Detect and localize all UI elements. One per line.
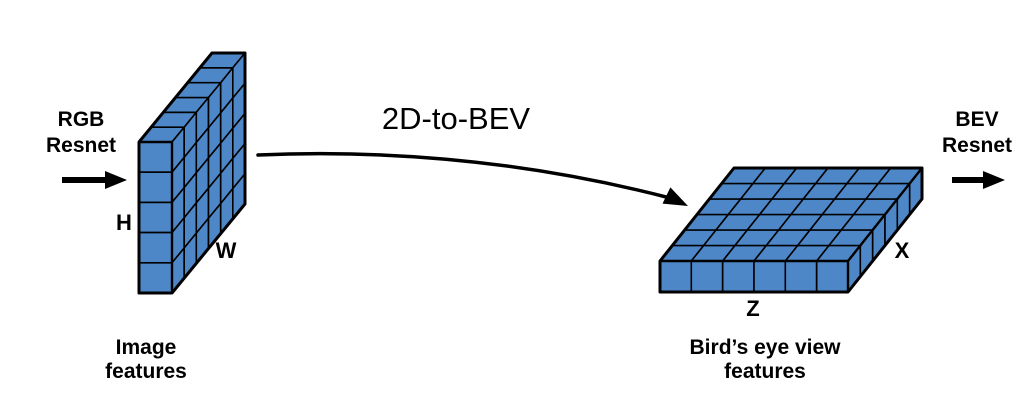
bev-output-arrow-icon [952,171,1005,189]
cube-cell [753,260,787,293]
transform-label: 2D-to-BEV [381,101,531,136]
h-axis-label: H [116,210,132,235]
bev-features-caption: Bird’s eye view features [665,336,865,384]
bev-features-caption-line2: features [724,360,806,383]
cube-cell [138,171,173,204]
rgb-resnet-line1: RGB [57,108,105,131]
image-features-caption: Image features [66,336,226,384]
bev-resnet-line2: Resnet [941,134,1013,157]
rgb-resnet-label: RGB Resnet [23,107,139,159]
rgb-input-arrow-icon [62,171,127,189]
bev-features-tensor [658,166,924,294]
cube-cell [815,260,849,293]
image-features-caption-line1: Image [115,336,177,359]
bev-resnet-line1: BEV [955,108,999,131]
slab-edge [660,167,923,292]
cube-cell [784,260,818,293]
curved-arrow-head [662,187,688,206]
bev-resnet-label: BEV Resnet [925,107,1024,159]
rgb-resnet-line2: Resnet [45,134,117,157]
cube-cell [659,260,693,293]
cube-cell [690,260,724,293]
cube-cell [138,141,173,174]
slab-outline [137,51,247,295]
slab-outline [658,166,924,294]
image-features-caption-line2: features [105,360,187,383]
cube-cell [138,261,173,294]
slab-edge [139,140,174,293]
x-axis-label: X [894,238,910,263]
w-axis-label: W [215,238,237,263]
cube-cell [721,260,755,293]
curved-2d-to-bev-arrow [256,151,688,206]
bev-features-caption-line1: Bird’s eye view [689,336,841,359]
image-features-tensor [137,51,247,295]
cube-cell [138,231,173,264]
curved-arrow-shaft [256,151,672,200]
z-axis-label: Z [746,296,760,321]
